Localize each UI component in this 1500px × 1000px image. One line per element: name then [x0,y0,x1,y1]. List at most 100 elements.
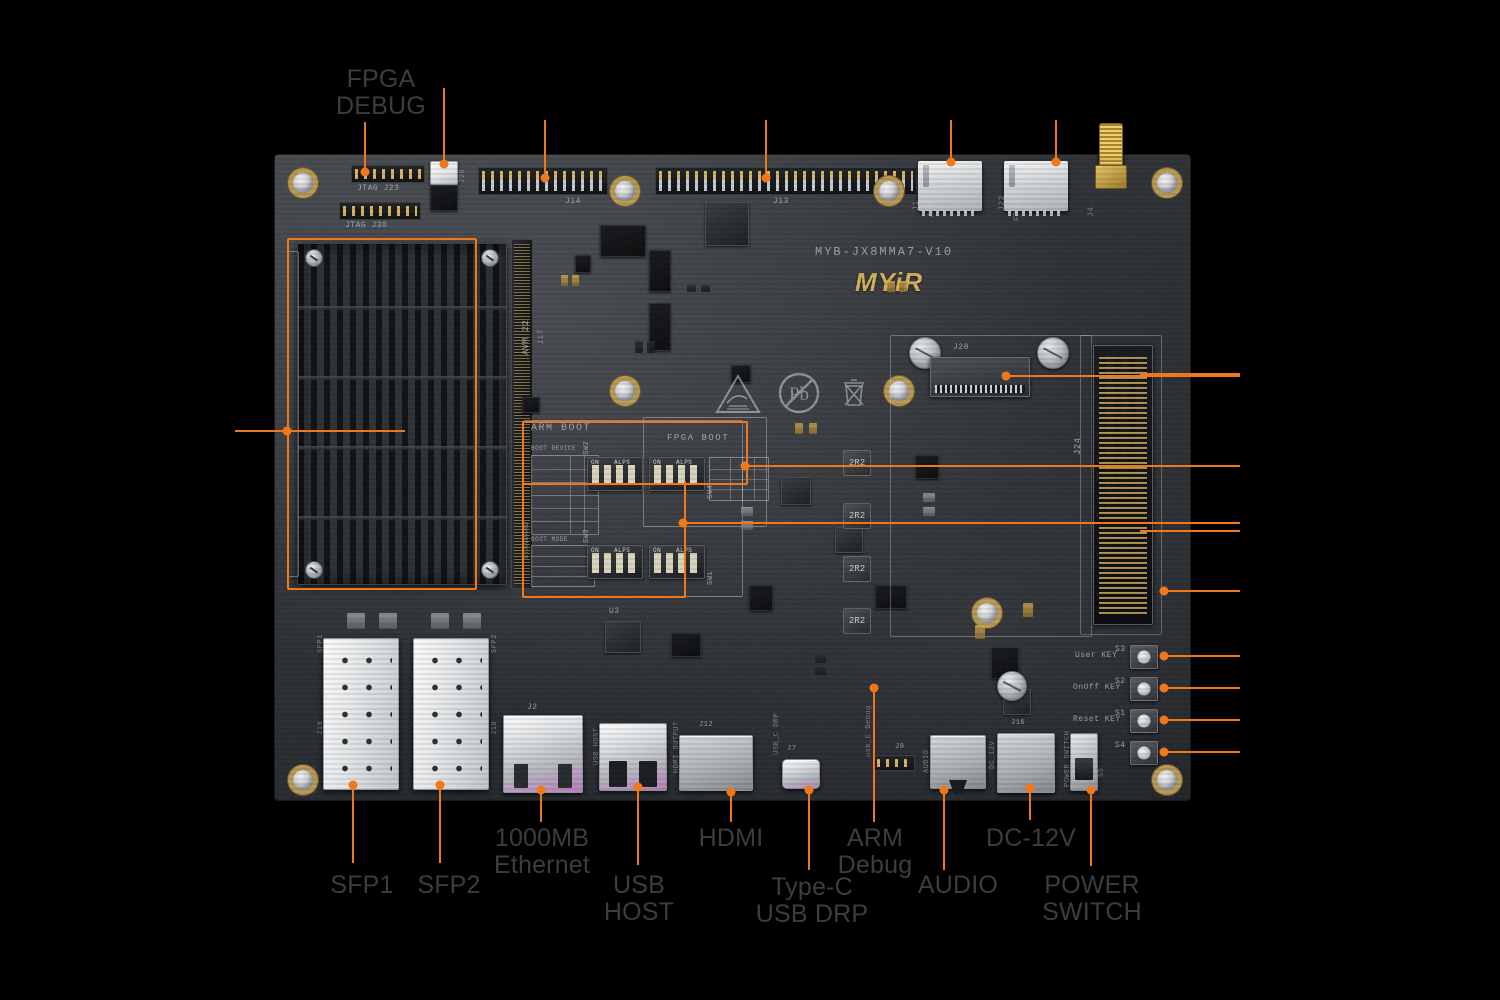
callout-line-fpga-debug [364,122,366,172]
dip-switch-sw4[interactable]: ON ALPS [649,457,705,491]
callout-label-fpga-debug: FPGA DEBUG [336,65,426,120]
m2-socket-j28[interactable] [930,357,1030,397]
som-heatsink [297,243,507,585]
chip-mid-5 [915,455,939,479]
mounting-hole-t2 [879,181,899,201]
silk-j14: J14 [565,197,581,206]
callout-line-m2-j28 [1005,375,1240,377]
passive-a3 [687,285,696,292]
silk-j29: J29 [459,168,467,183]
module-outline [890,335,1092,637]
callout-line-dc12v [1029,788,1031,820]
user-key-button-s3[interactable] [1130,645,1158,669]
callout-dot-sfp2 [435,780,445,790]
chip-mid-3 [875,585,907,609]
callout-dot-arm-boot [678,518,688,528]
pcb-board: MYB-JX8MMA7-V10 MYiR AVM 22 STANDARD J17… [275,123,1190,800]
chip-u33 [649,303,671,351]
jtag-header-j23[interactable] [351,165,425,183]
typec-drp-port-j7[interactable] [782,759,820,789]
silk-2r2-3: 2R2 [848,564,866,574]
callout-dot-audio [939,785,949,795]
power-switch-s5[interactable] [1070,733,1098,791]
arm-debug-connector-j8[interactable] [873,755,915,771]
audio-jack[interactable] [930,735,986,794]
callout-label-dc12v: DC-12V [985,824,1077,852]
callout-line-j24-mid [1140,465,1240,467]
callout-dot-power-switch [1086,785,1096,795]
silk-s1: S1 [1115,709,1126,718]
passive-a17 [887,281,895,292]
ethernet-port-j2[interactable] [503,715,583,793]
callout-dot-onoff-key [1159,683,1169,693]
hdmi-port-j12[interactable] [679,735,753,791]
inductor-2r2-4: 2R2 [843,608,871,634]
inductor-2r2-1: 2R2 [843,450,871,476]
sma-antenna-connector-j4[interactable] [1099,123,1123,169]
chip-mid-1 [781,477,811,505]
inductor-2r2-2: 2R2 [843,503,871,529]
dc-12v-jack-j16[interactable] [997,733,1055,793]
callout-line-arm-boot [682,522,1240,524]
callout-label-sfp2: SFP2 [417,871,481,899]
callout-dot-fpga-debug [360,167,370,177]
fpga-boot-section [643,417,767,527]
silk-s2: S2 [1115,677,1126,686]
sfp2-cage-j18[interactable] [413,638,489,790]
callout-dot-j24-bottom [1159,586,1169,596]
silk-2r2-4: 2R2 [848,616,866,626]
passive-a15 [635,341,643,353]
onoff-key-button-s2[interactable] [1130,677,1158,701]
chip-u32 [649,250,671,292]
passive-l11 [463,613,481,629]
dip-on-label-sw2: ON [591,459,600,466]
usb-host-port-j6[interactable] [599,723,667,791]
som-edge-connector [511,239,533,589]
callout-label-ethernet: 1000MB Ethernet [493,824,591,879]
dip-switch-sw1[interactable]: ON ALPS [649,545,705,579]
silk-reset-key: Reset KEY [1073,715,1121,724]
chip-mid-2 [835,527,863,553]
callout-dot-dc12v [1025,783,1035,793]
callout-line-typec [808,790,810,870]
mounting-hole-tl [293,173,313,193]
callout-label-audio: AUDIO [917,871,999,899]
dip-switch-sw3[interactable]: ON ALPS [587,545,643,579]
arm-sd-slot-j1[interactable] [918,161,982,216]
expansion-header-j14[interactable] [478,167,608,195]
passive-a12 [1023,603,1033,617]
callout-line-reset-key [1163,719,1240,721]
silk-u3: U3 [609,607,620,616]
callout-dot-fpga-sd [1051,157,1061,167]
passive-l13 [379,613,397,629]
soc-chip-u12 [705,202,749,246]
callout-line-j14 [544,120,546,178]
weee-bin-icon [844,379,864,406]
dip-alps-label-sw1: ALPS [676,547,693,554]
reset-key-button-s1[interactable] [1130,709,1158,733]
callout-line-audio [943,790,945,870]
mounting-hole-c1 [615,381,635,401]
silk-j4: J4 [1087,206,1096,217]
passive-a7 [923,493,935,502]
passive-l12 [347,613,365,629]
sfp1-cage-j19[interactable] [323,638,399,790]
callout-label-hdmi: HDMI [698,824,764,852]
lead-free-icon: Pb [778,372,820,414]
passive-a11 [975,625,985,639]
expansion-header-j13[interactable] [655,167,917,195]
key-button-s4[interactable] [1130,741,1158,765]
board-connector-j24[interactable] [1093,345,1153,625]
fpga-sd-slot-j22[interactable] [1004,161,1068,216]
component-near-j29 [430,185,458,211]
cap-electrolytic-2 [1037,337,1069,369]
callout-label-power-switch: POWER SWITCH [1042,871,1142,926]
dip-alps-label-sw3: ALPS [614,547,631,554]
dip-switch-sw2[interactable]: ON ALPS [587,457,643,491]
callout-dot-arm-debug [869,683,879,693]
mounting-hole-t1 [615,181,635,201]
callout-dot-user-key [1159,651,1169,661]
phy-chip-u3 [605,621,641,653]
chip-mid-4 [749,585,773,611]
jtag-header-j30[interactable] [339,202,421,220]
